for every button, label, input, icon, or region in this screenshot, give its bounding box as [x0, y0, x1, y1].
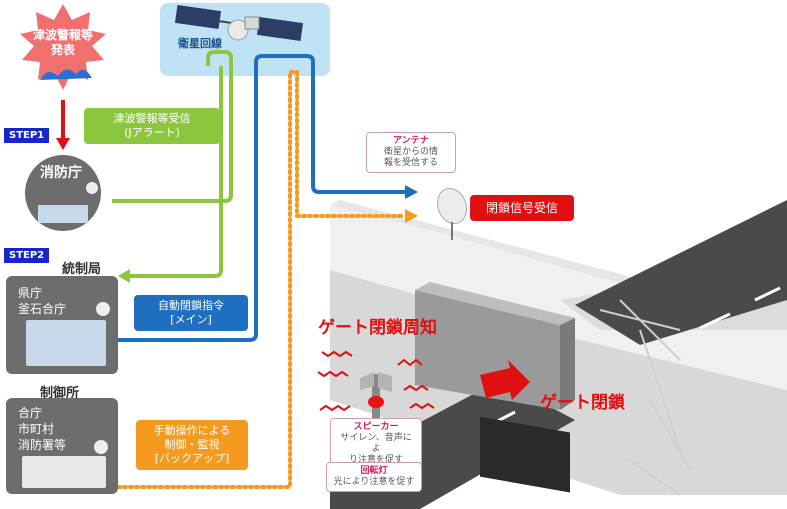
fdma-dish-icon [86, 182, 98, 194]
alert-wave-marks [317, 350, 435, 412]
control-center-label: 統制局 [62, 262, 102, 277]
sub-line-2: 市町村 [18, 422, 55, 436]
auto-close-tag: 自動閉鎖指令 [メイン] [134, 295, 248, 331]
alert-line2: 発表 [50, 43, 75, 57]
lamp-note-title: 回転灯 [360, 466, 388, 476]
speaker-note: スピーカー サイレン、音声によ り注意を促す [330, 418, 422, 470]
lamp-note: 回転灯 光により注意を促す [326, 462, 422, 492]
receive-line1: 津波警報等受信 [113, 112, 191, 125]
blue-arrow-head [405, 185, 418, 199]
speaker-note-title: スピーカー [353, 422, 399, 432]
antenna-note-line1: 衛星からの情 [383, 147, 438, 157]
sub-control-box: 合庁 市町村 消防署等 [6, 398, 118, 494]
sub-line-3: 消防署等 [18, 438, 67, 452]
manual-line2: 制御・監視 [164, 438, 220, 451]
speaker-note-line1: サイレン、音声によ [340, 433, 412, 454]
alert-line1: 津波警報等 [32, 28, 93, 42]
close-signal-tag: 閉鎖信号受信 [470, 195, 574, 221]
control-building-icon [26, 320, 106, 366]
auto-close-line1: 自動閉鎖指令 [158, 299, 224, 312]
rotating-lamp-icon [368, 396, 384, 408]
green-arrow-head [118, 269, 130, 283]
gate-close-arrow [480, 360, 530, 400]
green-line-to-fdma [112, 50, 233, 203]
antenna-note: アンテナ 衛星からの情 報を受信する [366, 132, 456, 173]
lamp-note-line1: 光により注意を促す [333, 477, 415, 487]
antenna-note-title: アンテナ [393, 136, 429, 146]
antenna-note-line2: 報を受信する [383, 158, 438, 168]
receive-tag: 津波警報等受信 (Jアラート) [84, 108, 220, 144]
manual-line1: 手動操作による [153, 424, 231, 437]
sub-line-1: 合庁 [18, 406, 43, 420]
satellite-icon [174, 5, 304, 41]
step2-badge: STEP2 [4, 248, 50, 263]
control-line-1: 県庁 [18, 286, 43, 300]
step1-badge: STEP1 [4, 128, 50, 143]
control-dish-icon [96, 302, 110, 316]
green-line-to-control [128, 66, 223, 278]
orange-arrow-head [405, 209, 418, 223]
fdma-label: 消防庁 [40, 165, 82, 181]
manual-line3: [バックアップ] [154, 452, 230, 465]
wave-icon [40, 69, 92, 80]
blue-line-main [118, 54, 406, 342]
sub-building-icon [22, 456, 106, 488]
satellite-label: 衛星回線 [178, 37, 222, 50]
fdma-building-icon [38, 205, 88, 223]
red-flow-arrow-head [56, 138, 70, 150]
control-line-2: 釜石合庁 [18, 302, 67, 316]
alert-title: 津波警報等 発表 [26, 28, 100, 58]
sub-dish-icon [94, 440, 108, 454]
control-center-box: 県庁 釜石合庁 [6, 276, 118, 374]
receive-line2: (Jアラート) [124, 126, 180, 139]
manual-tag: 手動操作による 制御・監視 [バックアップ] [136, 420, 248, 470]
gate-close-label: ゲート閉鎖 [540, 393, 625, 413]
antenna-dish-icon [436, 187, 468, 240]
auto-close-line2: [メイン] [170, 313, 212, 326]
orange-line-backup [116, 70, 406, 489]
sub-control-label: 制御所 [40, 386, 80, 401]
gate-notice-label: ゲート閉鎖周知 [318, 318, 437, 338]
alert-starburst [20, 4, 106, 90]
speaker-note-line2: り注意を促す [348, 455, 403, 465]
staircase [599, 299, 691, 496]
